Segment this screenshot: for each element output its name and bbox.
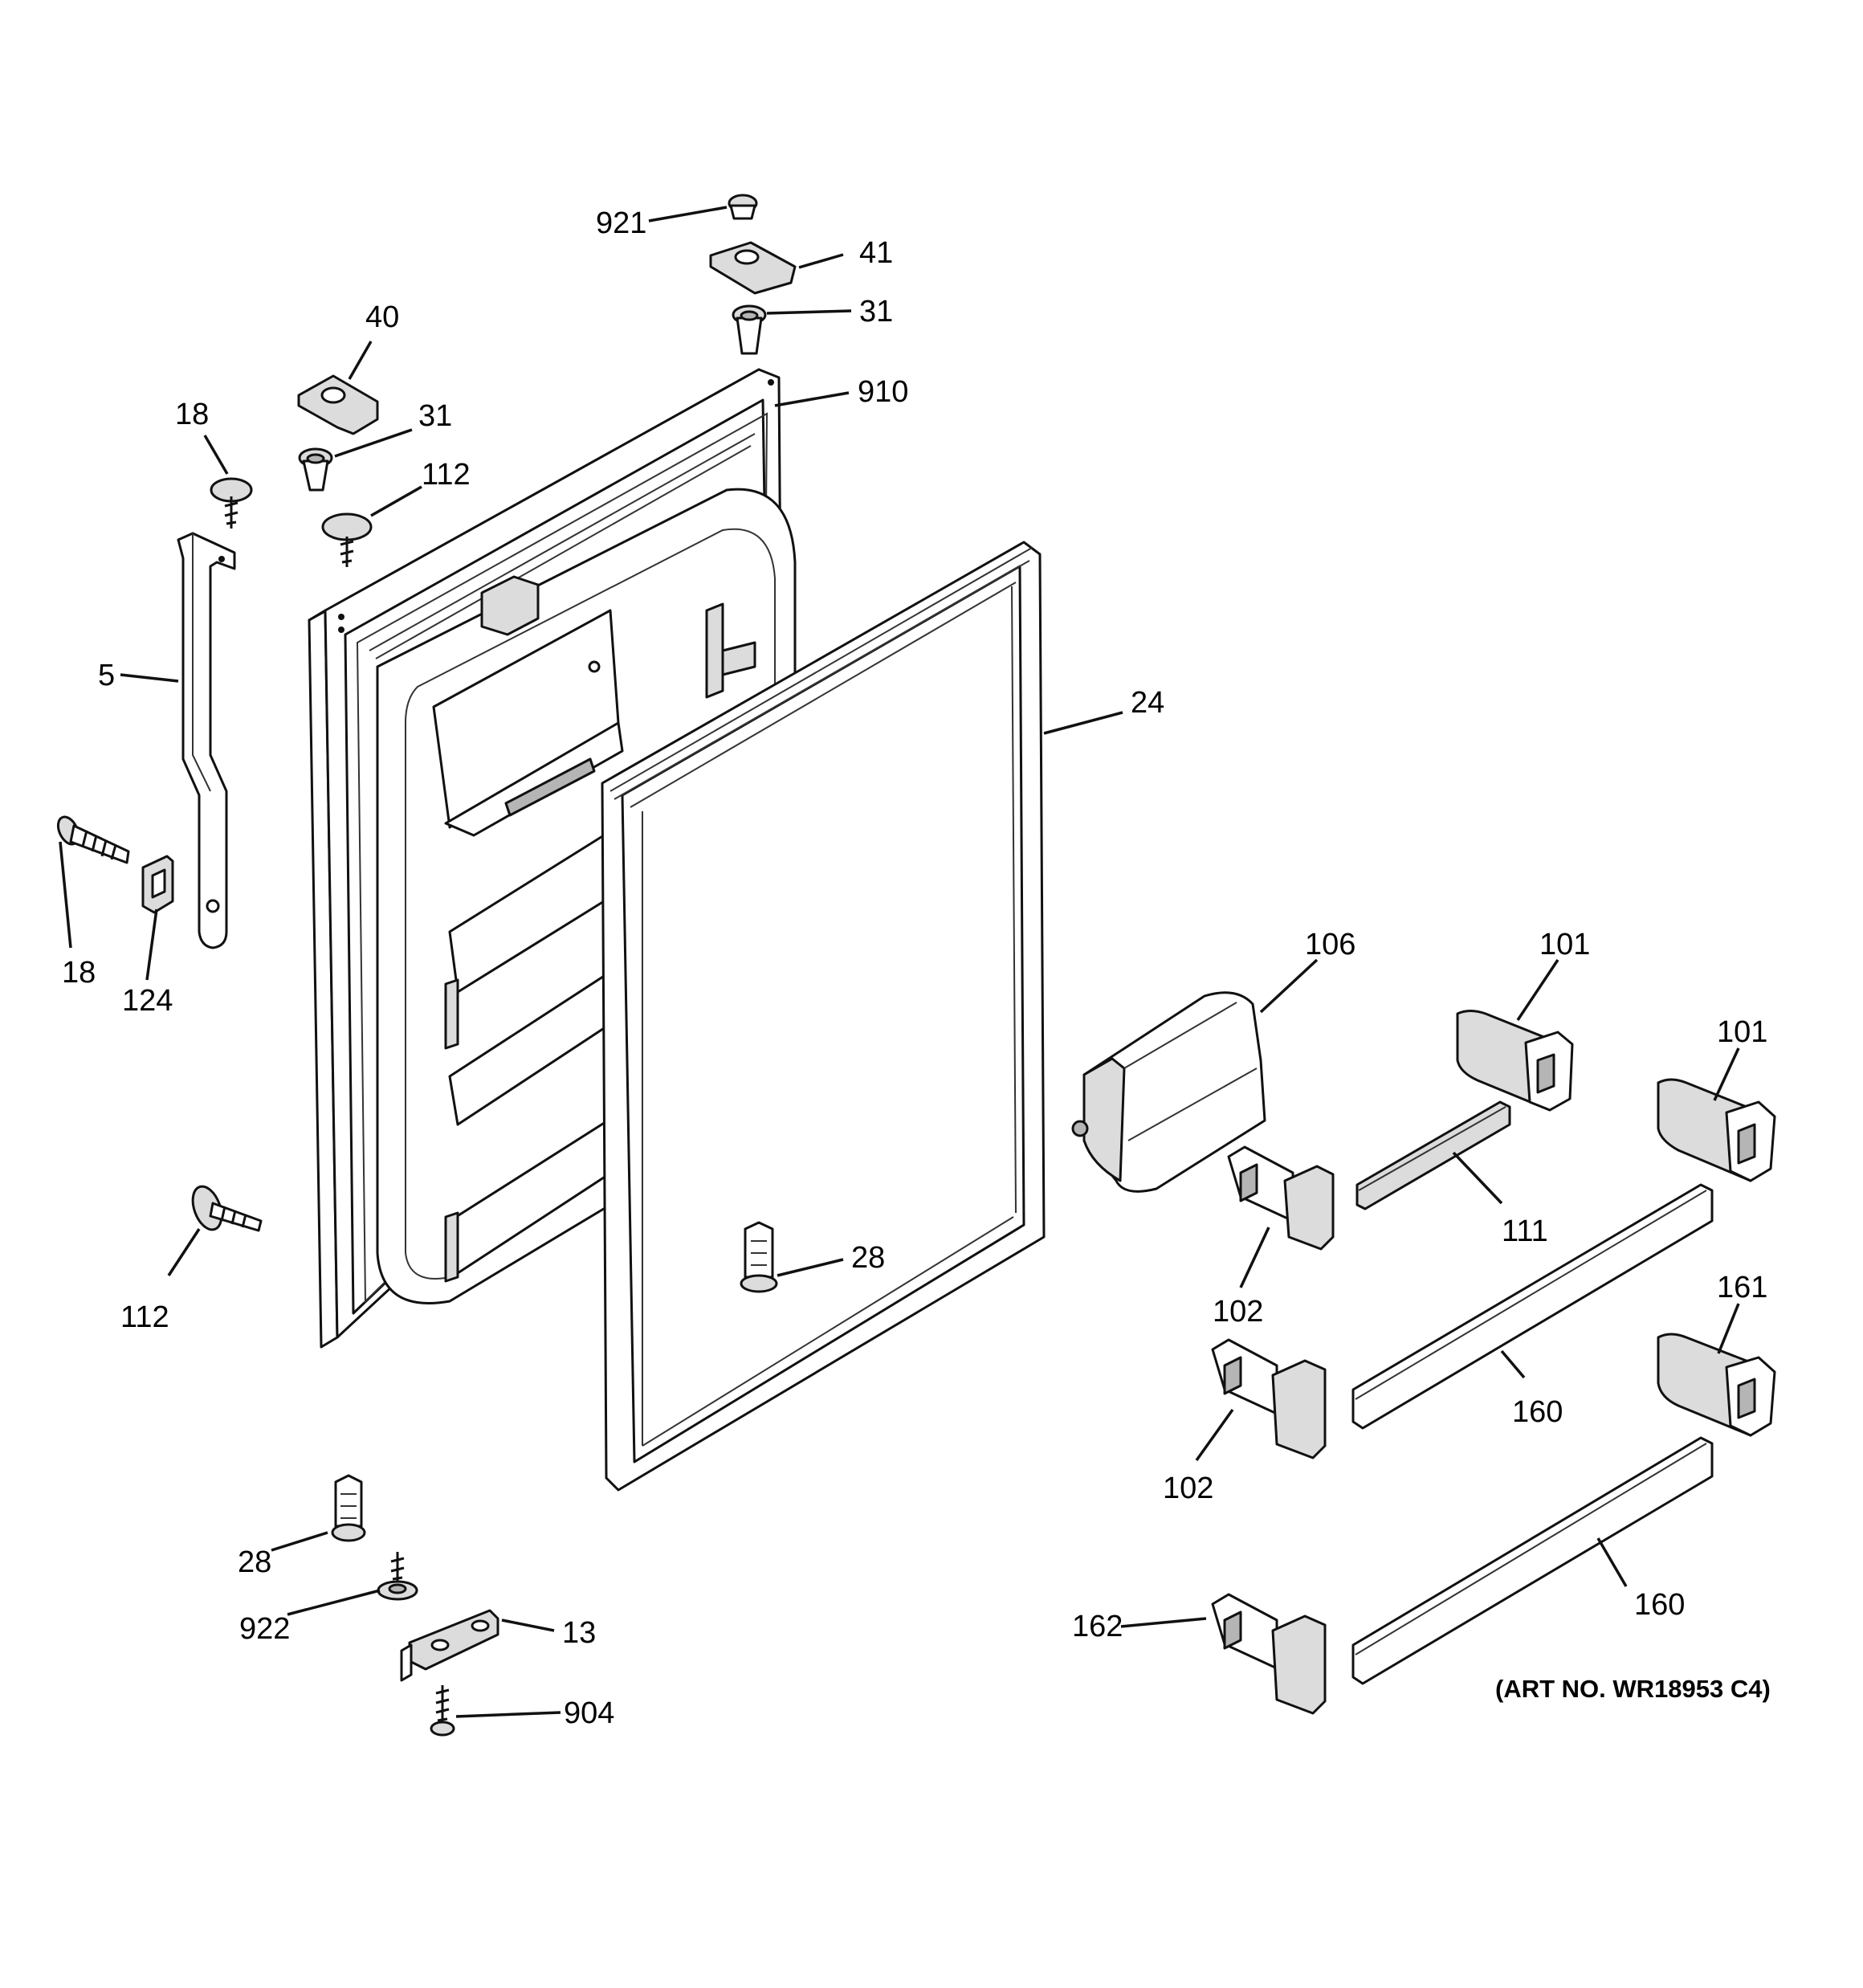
bin-end-161	[1657, 1333, 1776, 1437]
callout-910: 910	[858, 375, 908, 409]
bin-end-102-a	[1227, 1145, 1335, 1251]
bin-end-101-b	[1657, 1078, 1776, 1182]
callout-102-b: 102	[1163, 1472, 1213, 1505]
callout-112-top: 112	[422, 458, 471, 492]
callout-904: 904	[564, 1696, 614, 1730]
callout-106: 106	[1305, 928, 1355, 961]
screw-18-top	[210, 477, 253, 529]
screw-112-bottom	[191, 1185, 263, 1232]
leader-lines	[59, 206, 1740, 1718]
screw-18-bottom	[56, 815, 130, 864]
screw-washer-922	[377, 1552, 418, 1601]
bin-end-162	[1211, 1593, 1327, 1715]
callout-31-top: 31	[859, 295, 893, 329]
hinge-plate-40	[297, 374, 379, 435]
rail-111	[1355, 1100, 1511, 1210]
callout-101-b: 101	[1717, 1015, 1767, 1049]
callout-31-left: 31	[418, 399, 452, 433]
callout-40: 40	[365, 300, 399, 334]
door-handle	[177, 532, 236, 949]
bushing-31-left	[298, 447, 333, 492]
callout-101-a: 101	[1539, 928, 1590, 961]
hinge-bracket-13	[400, 1609, 499, 1682]
callout-18-bottom: 18	[62, 956, 96, 990]
callout-28-bottom: 28	[238, 1545, 271, 1579]
callout-922: 922	[239, 1612, 290, 1646]
callout-5: 5	[98, 659, 115, 692]
callout-102-a: 102	[1213, 1295, 1263, 1329]
rail-160-a	[1351, 1183, 1714, 1430]
callout-112-bottom: 112	[120, 1300, 169, 1334]
door-stop-28-center	[740, 1221, 778, 1293]
callout-160-a: 160	[1512, 1395, 1563, 1429]
bin-end-101-a	[1456, 1010, 1574, 1112]
callout-921: 921	[596, 206, 646, 240]
bushing-31-top	[732, 304, 767, 355]
callout-161: 161	[1717, 1271, 1767, 1304]
clip-124	[141, 855, 174, 914]
callout-24: 24	[1131, 686, 1164, 720]
callout-41: 41	[859, 236, 893, 270]
callout-18-top: 18	[175, 398, 209, 431]
callout-162: 162	[1072, 1610, 1123, 1643]
screw-112-top	[321, 512, 373, 567]
plug-921	[728, 194, 758, 220]
hinge-cover-41	[709, 241, 797, 295]
callout-labels: 921 41 31 40 910 18 31 112 5 24 18 124 1…	[62, 206, 1771, 1730]
callout-28-center: 28	[851, 1241, 885, 1275]
screw-904	[430, 1685, 455, 1737]
art-number: (ART NO. WR18953 C4)	[1495, 1675, 1771, 1703]
door-gasket	[601, 541, 1046, 1492]
door-stop-28-bottom	[331, 1474, 366, 1542]
bin-end-102-b	[1211, 1338, 1327, 1459]
dairy-cover-106	[1071, 991, 1266, 1193]
callout-160-b: 160	[1634, 1588, 1685, 1622]
callout-124: 124	[122, 984, 173, 1018]
rail-160-b	[1351, 1436, 1714, 1685]
callout-111: 111	[1502, 1214, 1548, 1248]
callout-13: 13	[562, 1616, 596, 1650]
